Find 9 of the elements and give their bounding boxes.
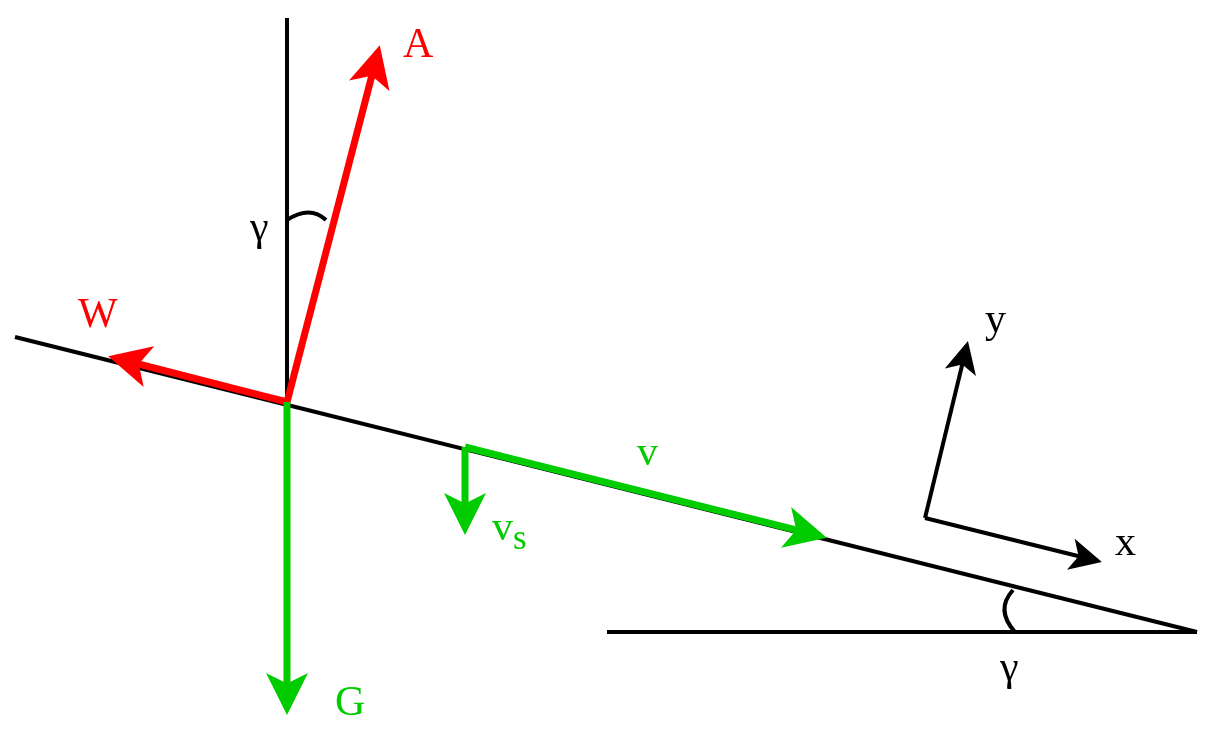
force-label: A [403, 22, 434, 64]
force-label: W [78, 292, 118, 334]
angle-label: γ [250, 205, 269, 247]
axis-label: x [1115, 520, 1136, 562]
angle-label: γ [1000, 645, 1019, 687]
velocity-label: v [637, 430, 658, 472]
axis-label: y [985, 297, 1006, 339]
velocity-label: v$_{s}$ [492, 505, 527, 556]
force-label: G [335, 680, 366, 722]
